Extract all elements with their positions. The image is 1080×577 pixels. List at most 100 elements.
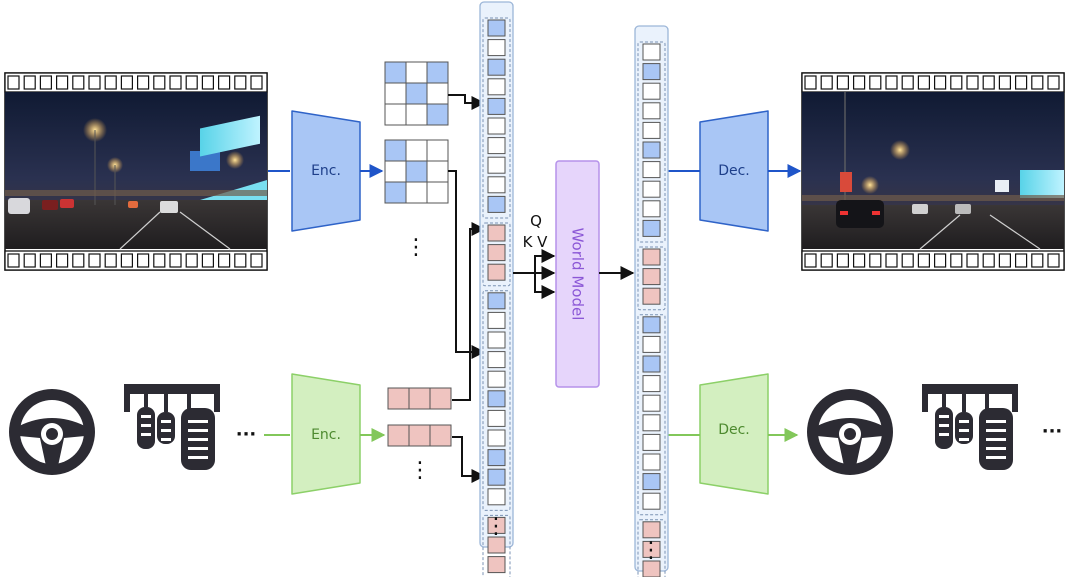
film-sprocket (820, 75, 833, 90)
token-group-video (482, 17, 511, 219)
qkv-arrows (513, 249, 635, 299)
pedal-grip (986, 420, 1006, 423)
action-token (429, 424, 452, 447)
token-pink (642, 560, 661, 577)
patch-cell (426, 82, 449, 105)
film-sprocket (982, 75, 995, 90)
film-sprocket (185, 253, 198, 268)
film-sprocket (169, 253, 182, 268)
input-sequence-vdots: ⋮ (485, 514, 507, 539)
token-white (642, 82, 661, 100)
token-blue (487, 97, 506, 115)
pedal-grip (959, 420, 969, 423)
output-video-frame (801, 72, 1065, 271)
action-token (429, 387, 452, 410)
token-blue (487, 449, 506, 467)
film-strip-band (801, 250, 1065, 271)
token-white (642, 492, 661, 510)
token-white (642, 43, 661, 61)
steering-wheel-icon (9, 389, 95, 475)
film-sprocket (1014, 75, 1028, 90)
pedal-grip (939, 433, 949, 436)
steering-wheel-icon (807, 389, 893, 475)
pedal-stem (942, 392, 946, 407)
token-pink (642, 268, 661, 286)
action-token (387, 424, 410, 447)
film-strip-bottom (801, 250, 1065, 271)
action-decoder-label: Dec. (718, 422, 750, 438)
token-white (642, 335, 661, 353)
pedal-grip (986, 438, 1006, 441)
token-group-action (637, 246, 666, 311)
film-sprocket (869, 75, 882, 90)
pedal-grip (939, 415, 949, 418)
token-group-video (482, 290, 511, 511)
patch-cell (384, 181, 407, 204)
patch-cell (405, 61, 428, 84)
token-blue (642, 141, 661, 159)
night-highway-scene (802, 92, 1064, 250)
pedal-grip (188, 456, 208, 459)
token-white (487, 311, 506, 329)
token-white (487, 137, 506, 155)
film-sprocket (137, 253, 150, 268)
action-token (387, 387, 410, 410)
token-pink (487, 244, 506, 262)
token-blue (642, 219, 661, 237)
token-white (487, 409, 506, 427)
token-white (642, 375, 661, 393)
pedal-grip (188, 447, 208, 450)
token-pink (642, 287, 661, 305)
token-blue (487, 390, 506, 408)
film-sprocket (836, 253, 850, 268)
pedal-stem (187, 392, 191, 410)
film-sprocket (120, 75, 134, 90)
wheel-hub (46, 428, 58, 440)
film-strip-band (4, 250, 268, 271)
action-token (408, 387, 431, 410)
action-token-row (387, 387, 452, 410)
pedal-grip (986, 429, 1006, 432)
film-sprocket (185, 75, 198, 90)
film-sprocket (917, 75, 931, 90)
film-strip-top (801, 72, 1065, 93)
film-sprocket (201, 75, 214, 90)
query-label: Q (530, 212, 542, 230)
film-sprocket (250, 75, 263, 90)
film-sprocket (982, 253, 995, 268)
pedals-icon (922, 384, 1018, 470)
film-sprocket (998, 253, 1012, 268)
token-blue (487, 468, 506, 486)
token-white (642, 121, 661, 139)
film-sprocket (72, 75, 85, 90)
pedal-stem (962, 392, 966, 412)
night-highway-scene (5, 92, 267, 250)
film-sprocket (1047, 75, 1060, 90)
film-sprocket (966, 253, 979, 268)
pedal-bracket (124, 384, 130, 412)
token-pink (487, 556, 506, 574)
world-model-block: World Model (555, 160, 600, 388)
pedal-stem (164, 392, 168, 412)
token-blue (642, 355, 661, 373)
patch-cell (405, 181, 428, 204)
film-sprocket (137, 75, 150, 90)
film-strip-top (4, 72, 268, 93)
patch-cell (384, 61, 407, 84)
token-pink (487, 536, 506, 554)
pedal-bracket (214, 384, 220, 412)
film-sprocket (104, 253, 117, 268)
patch-cell (426, 181, 449, 204)
film-sprocket (933, 253, 947, 268)
film-sprocket (55, 75, 69, 90)
film-sprocket (950, 75, 963, 90)
token-pink (487, 224, 506, 242)
patch-cell (426, 103, 449, 126)
token-pink (487, 516, 506, 534)
film-sprocket (885, 75, 898, 90)
pedal-grip (986, 447, 1006, 450)
patch-cell (405, 139, 428, 162)
patch-cell (384, 103, 407, 126)
input-token-sequence (479, 1, 514, 577)
